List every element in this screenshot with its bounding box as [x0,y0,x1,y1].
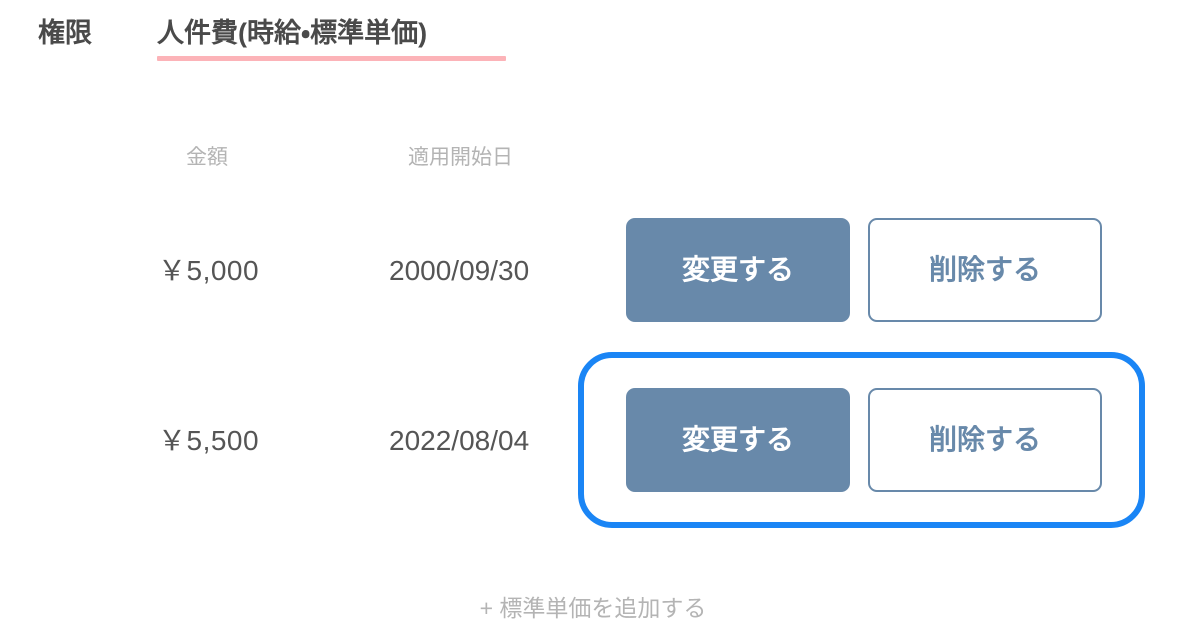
add-standard-unit-price-link[interactable]: + 標準単価を追加する [479,595,707,621]
column-header-start-date: 適用開始日 [408,146,513,169]
table-row: ￥5,500 2022/08/04 変更する 削除する [0,376,1186,504]
edit-button[interactable]: 変更する [626,218,850,322]
tab-labor-cost[interactable]: 人件費(時給・標準単価) [157,18,428,48]
tab-bar: 権限 人件費(時給・標準単価) [0,0,1186,70]
row-actions: 変更する 削除する [626,218,1102,322]
row-actions: 変更する 削除する [626,388,1102,492]
tab-permissions[interactable]: 権限 [38,18,92,48]
delete-button[interactable]: 削除する [868,388,1102,492]
cell-amount: ￥5,500 [158,425,260,456]
active-tab-underline [157,56,506,61]
cell-amount: ￥5,000 [158,255,260,286]
table-row: ￥5,000 2000/09/30 変更する 削除する [0,206,1186,334]
delete-button[interactable]: 削除する [868,218,1102,322]
column-header-amount: 金額 [186,146,228,169]
cell-start-date: 2000/09/30 [389,255,530,286]
cell-start-date: 2022/08/04 [389,425,530,456]
edit-button[interactable]: 変更する [626,388,850,492]
